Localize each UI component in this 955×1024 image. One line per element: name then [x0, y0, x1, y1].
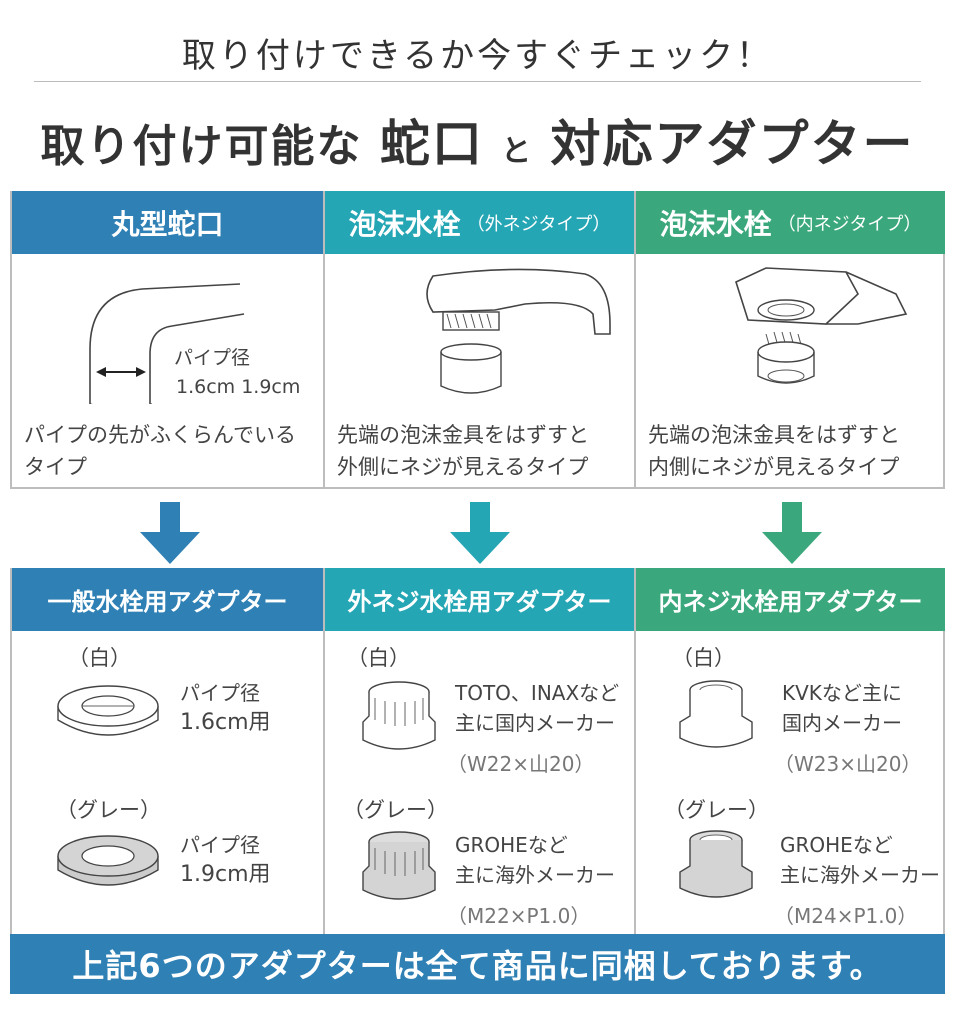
adapter-color-label: （グレー）: [664, 798, 769, 822]
title-divider: [34, 81, 921, 82]
adapter-color-label: （白）: [672, 646, 735, 670]
adapter-line-1: パイプ径: [180, 833, 260, 857]
adapter-column-outer-thread: 外ネジ水栓用アダプター （白） TOTO、INAXなど 主に国内メーカー （W2…: [323, 568, 634, 934]
faucet-header-outer: 泡沫水栓 （外ネジタイプ）: [325, 191, 634, 254]
bottom-banner: 上記6つのアダプターは全て商品に同梱しております。: [10, 934, 945, 994]
round-adapter-grey-image: [57, 835, 159, 886]
faucet-column-inner-thread: 泡沫水栓 （内ネジタイプ） 先端の泡沫金具をはずすと 内側にネジが見えるタイプ: [634, 191, 945, 487]
adapter-line-2: 1.9cm用: [180, 862, 271, 887]
inner-thread-adapter-white-image: [679, 680, 753, 748]
faucet-column-outer-thread: 泡沫水栓 （外ネジタイプ） 先端の泡沫金具をはずすと 外側にネジが見えるタイプ: [323, 191, 634, 487]
title-part-3: と: [501, 134, 534, 169]
adapter-line-1: パイプ径: [180, 681, 260, 705]
page-subtitle: 取り付けできるか今すぐチェック！: [181, 36, 774, 76]
adapter-description: TOTO、INAXなど 主に国内メーカー: [455, 678, 619, 738]
adapter-line-1: TOTO、INAXなど: [455, 681, 620, 705]
arrow-down-icon: [450, 502, 510, 564]
adapter-header: 一般水栓用アダプター: [12, 568, 323, 631]
inner-thread-adapter-grey-image: [679, 830, 753, 898]
faucet-description: 先端の泡沫金具をはずすと 内側にネジが見えるタイプ: [648, 419, 900, 483]
faucet-description: パイプの先がふくらんでいる タイプ: [24, 419, 296, 483]
faucet-name: 泡沫水栓: [659, 207, 772, 241]
faucet-description: 先端の泡沫金具をはずすと 外側にネジが見えるタイプ: [337, 419, 589, 483]
faucet-header-inner: 泡沫水栓 （内ネジタイプ）: [636, 191, 945, 254]
round-adapter-white-image: [57, 685, 159, 736]
faucet-header-round: 丸型蛇口: [12, 191, 323, 254]
faucet-name: 丸型蛇口: [111, 207, 224, 241]
outer-thread-faucet-illustration: [426, 268, 611, 394]
adapter-column-inner-thread: 内ネジ水栓用アダプター （白） KVKなど主に 国内メーカー （W23×山20）…: [634, 568, 945, 934]
adapter-color-label: （グレー）: [343, 798, 448, 822]
adapter-column-general: 一般水栓用アダプター （白） パイプ径 1.6cm用 （グレー） パイプ径 1.…: [12, 568, 323, 934]
pipe-sizes: 1.6cm 1.9cm: [176, 376, 300, 398]
title-part-2: 蛇口: [379, 115, 484, 173]
adapter-color-label: （白）: [68, 646, 131, 670]
title-part-4: 対応アダプター: [550, 115, 915, 173]
adapter-description: GROHEなど 主に海外メーカー: [455, 830, 615, 890]
adapter-description: パイプ径 1.9cm用: [180, 830, 271, 890]
adapter-description: パイプ径 1.6cm用: [180, 678, 271, 738]
adapter-color-label: （白）: [347, 646, 410, 670]
adapter-line-2: 主に海外メーカー: [780, 863, 940, 887]
thread-spec: （W23×山20）: [774, 752, 922, 776]
adapter-line-2: 主に国内メーカー: [455, 711, 615, 735]
faucet-column-round: 丸型蛇口 パイプ径 1.6cm 1.9cm パイプの先がふくらんでいる タイプ: [12, 191, 323, 487]
adapter-line-2: 国内メーカー: [782, 711, 902, 735]
desc-line-1: パイプの先がふくらんでいる: [24, 423, 296, 447]
title-part-1: 取り付け可能な: [40, 121, 363, 172]
desc-line-1: 先端の泡沫金具をはずすと: [648, 423, 900, 447]
adapter-header: 外ネジ水栓用アダプター: [325, 568, 634, 631]
arrow-down-icon: [762, 502, 822, 564]
adapter-line-2: 主に海外メーカー: [455, 863, 615, 887]
adapter-description: GROHEなど 主に海外メーカー: [780, 830, 940, 890]
desc-line-2: 外側にネジが見えるタイプ: [337, 455, 589, 479]
inner-thread-faucet-illustration: [735, 267, 908, 384]
thread-spec: （M22×P1.0）: [447, 904, 591, 928]
adapter-description: KVKなど主に 国内メーカー: [782, 678, 902, 738]
adapter-color-label: （グレー）: [56, 798, 161, 822]
adapter-line-1: GROHEなど: [780, 833, 893, 857]
desc-line-2: タイプ: [24, 455, 87, 479]
faucet-sub: （内ネジタイプ）: [777, 213, 922, 235]
arrow-down-icon: [140, 502, 200, 564]
thread-spec: （W22×山20）: [447, 752, 595, 776]
adapter-line-1: KVKなど主に: [782, 681, 902, 705]
adapter-header: 内ネジ水栓用アダプター: [636, 568, 945, 631]
thread-spec: （M24×P1.0）: [774, 904, 918, 928]
page-title: 取り付け可能な 蛇口 と 対応アダプター: [0, 104, 955, 176]
outer-thread-adapter-white-image: [362, 681, 436, 750]
faucet-types-table: 丸型蛇口 パイプ径 1.6cm 1.9cm パイプの先がふくらんでいる タイプ …: [10, 191, 945, 489]
round-faucet-illustration: パイプ径 1.6cm 1.9cm: [89, 283, 300, 410]
adapters-table: 一般水栓用アダプター （白） パイプ径 1.6cm用 （グレー） パイプ径 1.…: [10, 568, 945, 934]
pipe-label: パイプ径: [174, 347, 250, 369]
adapter-line-2: 1.6cm用: [180, 710, 271, 735]
faucet-name: 泡沫水栓: [348, 207, 461, 241]
adapter-line-1: GROHEなど: [455, 833, 568, 857]
desc-line-1: 先端の泡沫金具をはずすと: [337, 423, 589, 447]
desc-line-2: 内側にネジが見えるタイプ: [648, 455, 900, 479]
outer-thread-adapter-grey-image: [362, 831, 436, 900]
faucet-sub: （外ネジタイプ）: [466, 213, 611, 235]
